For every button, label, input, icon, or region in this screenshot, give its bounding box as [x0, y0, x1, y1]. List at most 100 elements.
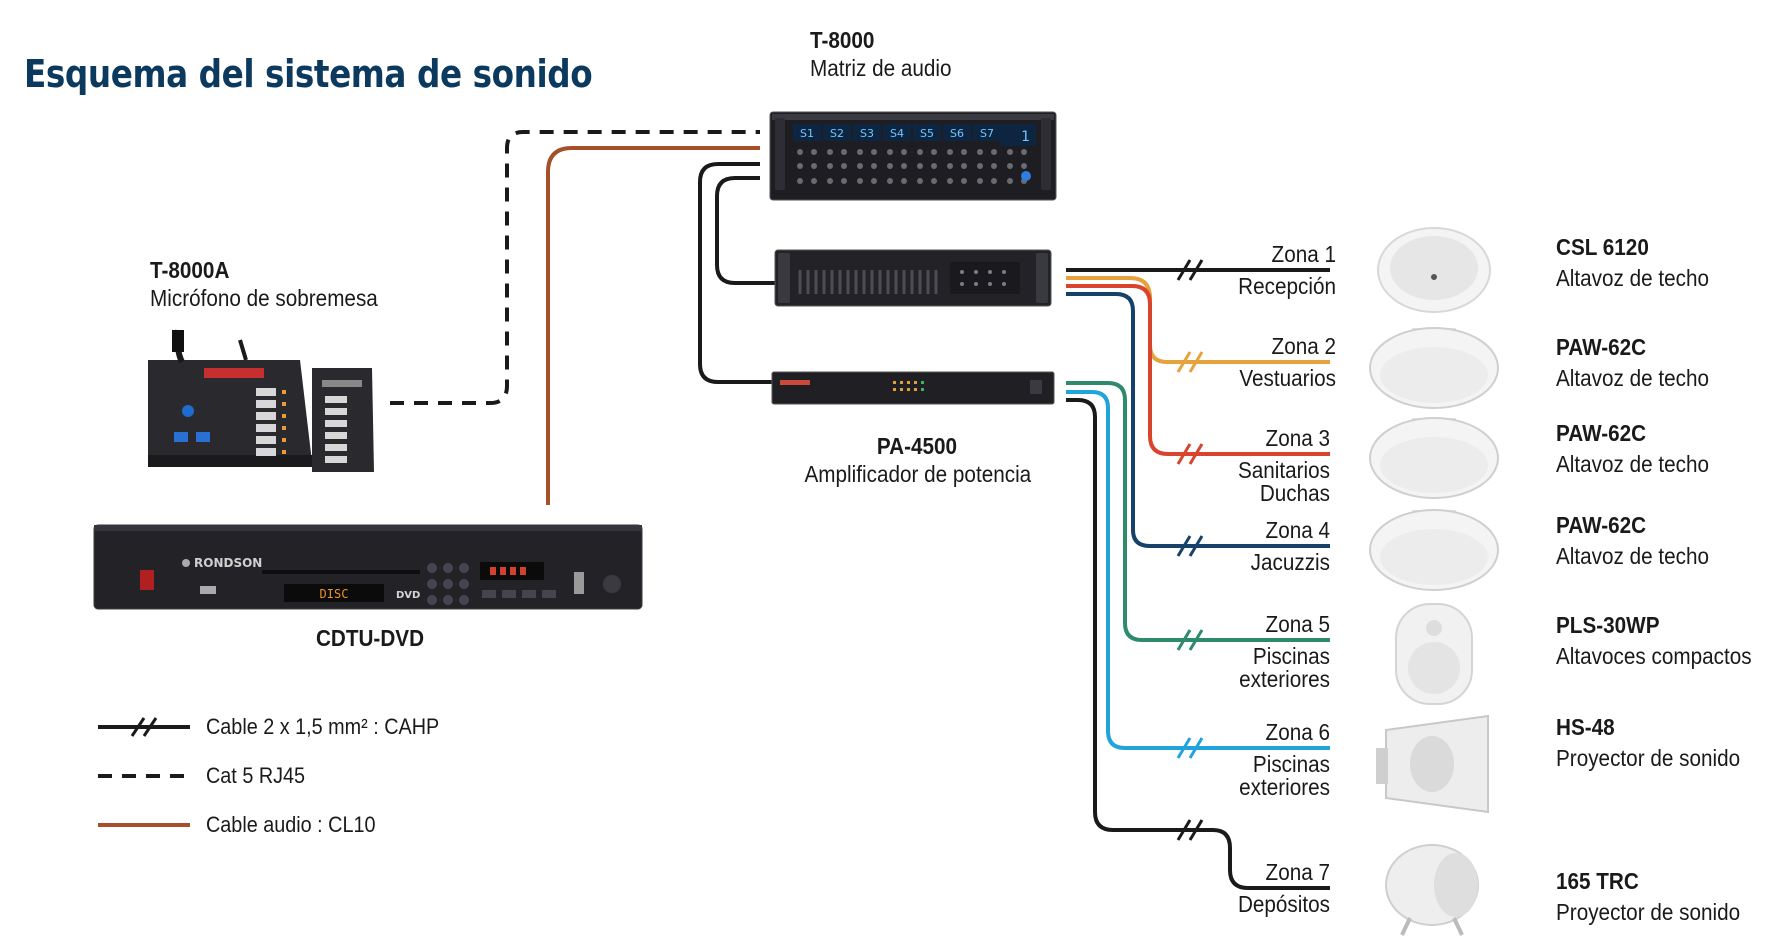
speaker-label-4: PAW-62C Altavoz de techo	[1556, 510, 1709, 572]
zone-label-1: Zona 1 Recepción	[1223, 242, 1336, 298]
zone-wire-5	[1066, 381, 1330, 642]
zone-wire-4	[1066, 292, 1330, 548]
speaker-desc: Proyector de sonido	[1556, 745, 1741, 771]
amplifier-vent-icon	[798, 270, 938, 294]
amp-desc: Amplificador de potencia	[804, 461, 1032, 487]
speaker-desc: Altavoz de techo	[1556, 543, 1710, 569]
audio-cable-player-to-matrix	[546, 146, 760, 505]
horn-speaker-icon	[1376, 714, 1489, 814]
zone-wire-6	[1066, 390, 1330, 750]
speaker-desc: Proyector de sonido	[1556, 899, 1741, 925]
matrix-channel-label-6: S6	[950, 127, 964, 140]
matrix-power-icon	[1021, 171, 1031, 181]
player-device: RONDSON DISC DVD	[93, 524, 643, 610]
matrix-display-value: 1	[1021, 129, 1030, 145]
legend-label-audio: Cable audio : CL10	[206, 812, 376, 837]
zone-description: Vestuarios	[1239, 365, 1336, 391]
player-label: CDTU-DVD	[298, 624, 442, 652]
zone-description: Depósitos	[1237, 891, 1330, 917]
zone-description: Jacuzzis	[1250, 549, 1330, 575]
cable-hash-marks	[1176, 259, 1204, 841]
speaker-label-6: HS-48 Proyector de sonido	[1556, 712, 1740, 774]
ceiling-speaker-icon	[1369, 327, 1499, 409]
zone-label-4: Zona 4 Jacuzzis	[1217, 518, 1330, 574]
matrix-channel-label-2: S2	[830, 127, 844, 140]
zone-description-2: Duchas	[1259, 480, 1330, 506]
mic-label: T-8000A Micrófono de sobremesa	[150, 256, 378, 312]
zone-description: Sanitarios	[1237, 457, 1330, 483]
amp-model: PA-4500	[876, 433, 958, 459]
speaker-label-3: PAW-62C Altavoz de techo	[1556, 418, 1709, 480]
speaker-desc: Altavoz de techo	[1556, 365, 1710, 391]
matrix-channel-label-7: S7	[980, 127, 994, 140]
zone-description: Piscinas	[1252, 751, 1330, 777]
matrix-label: T-8000 Matriz de audio	[810, 26, 952, 82]
page-title: Esquema del sistema de sonido	[24, 52, 593, 96]
zone-label-6: Zona 6 Piscinas exteriores	[1217, 719, 1330, 800]
speaker-model: HS-48	[1556, 714, 1615, 740]
speaker-model: PLS-30WP	[1556, 612, 1660, 638]
mic-gooseneck-icon	[172, 330, 184, 352]
speaker-model: PAW-62C	[1556, 334, 1647, 360]
mic-model: T-8000A	[150, 257, 230, 283]
ceiling-speaker-flat-icon	[1377, 227, 1491, 313]
zone-wires	[1066, 268, 1330, 890]
matrix-desc: Matriz de audio	[810, 55, 952, 81]
bluetooth-icon	[603, 575, 621, 593]
player-brand-label: RONDSON	[194, 556, 262, 570]
speaker-label-7: 165 TRC Proyector de sonido	[1556, 866, 1740, 928]
zone-description: Recepción	[1238, 273, 1336, 299]
matrix-channel-label-3: S3	[860, 127, 874, 140]
matrix-channel-label-4: S4	[890, 127, 904, 140]
zone-description-2: exteriores	[1239, 666, 1330, 692]
speaker-desc: Altavoces compactos	[1556, 643, 1752, 669]
ceiling-speaker-icon	[1369, 417, 1499, 499]
zone-wire-3	[1066, 284, 1330, 456]
speaker-label-5: PLS-30WP Altavoces compactos	[1556, 610, 1752, 672]
speaker-label-2: PAW-62C Altavoz de techo	[1556, 332, 1709, 394]
zone-label-5: Zona 5 Piscinas exteriores	[1217, 611, 1330, 692]
player-display-text: DISC	[320, 587, 349, 601]
zone-name: Zona 6	[1265, 719, 1330, 745]
legend-symbols	[98, 717, 190, 827]
amplifier-device-1	[774, 249, 1052, 307]
ceiling-speaker-icon	[1369, 509, 1499, 591]
speaker-model: 165 TRC	[1556, 868, 1639, 894]
zone-name: Zona 2	[1271, 333, 1336, 359]
speaker-model: PAW-62C	[1556, 512, 1647, 538]
speaker-label-1: CSL 6120 Altavoz de techo	[1556, 232, 1709, 294]
zone-label-7: Zona 7 Depósitos	[1217, 860, 1330, 916]
speaker-desc: Altavoz de techo	[1556, 451, 1710, 477]
zone-name: Zona 3	[1265, 425, 1330, 451]
player-power-icon	[140, 570, 154, 590]
zone-wire-7	[1066, 398, 1330, 890]
legend-label-cahp: Cable 2 x 1,5 mm² : CAHP	[206, 714, 440, 739]
zone-name: Zona 1	[1271, 241, 1336, 267]
matrix-channel-label-5: S5	[920, 127, 934, 140]
speaker-desc: Altavoz de techo	[1556, 265, 1710, 291]
matrix-channel-label-1: S1	[800, 127, 814, 140]
matrix-knobs-icon	[797, 149, 1027, 184]
amp-label: PA-4500 Amplificador de potencia	[804, 432, 1032, 488]
projector-speaker-icon	[1385, 844, 1479, 936]
cat5-cable-mic-to-matrix	[390, 130, 760, 405]
speaker-model: CSL 6120	[1556, 234, 1649, 260]
pa4500-device	[771, 371, 1055, 405]
mic-device	[148, 329, 374, 472]
zone-name: Zona 4	[1265, 517, 1330, 543]
zone-name: Zona 7	[1265, 859, 1330, 885]
usb-port-icon	[200, 586, 216, 594]
zone-label-3: Zona 3 Sanitarios Duchas	[1217, 425, 1330, 506]
compact-speaker-icon	[1395, 603, 1473, 705]
matrix-model: T-8000	[810, 27, 875, 53]
zone-description-2: exteriores	[1239, 774, 1330, 800]
player-model: CDTU-DVD	[315, 625, 425, 651]
cable-matrix-to-amp1	[715, 176, 775, 285]
speaker-model: PAW-62C	[1556, 420, 1647, 446]
player-dvd-logo: DVD	[396, 590, 420, 601]
zone-name: Zona 5	[1265, 611, 1330, 637]
zone-label-2: Zona 2 Vestuarios	[1223, 334, 1336, 390]
mic-desc: Micrófono de sobremesa	[150, 285, 378, 311]
matrix-device: S1 S2 S3 S4 S5 S6 S7 S8 1	[769, 111, 1057, 201]
